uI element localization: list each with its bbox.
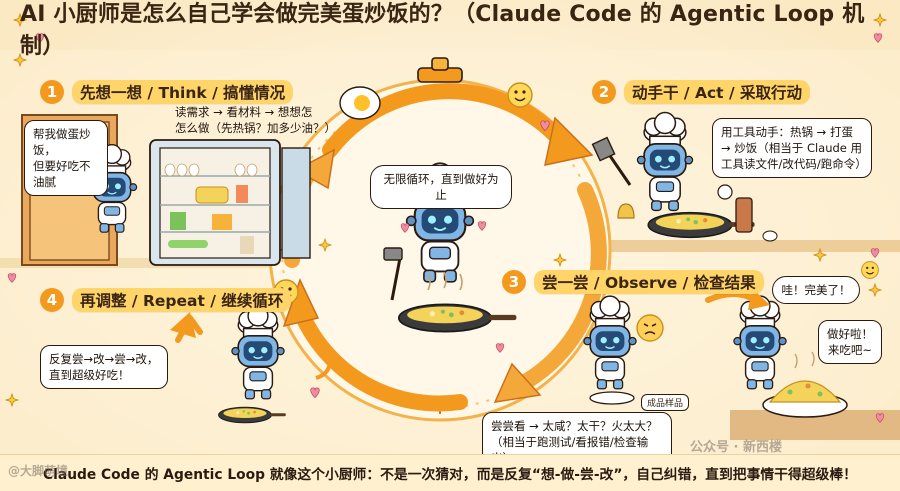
step-2-label: 动手干 / Act / 采取行动 <box>624 80 811 104</box>
repeat-line-1: 反复尝→改→尝→改， <box>49 352 159 366</box>
step-4-header: 4 再调整 / Repeat / 继续循环 <box>40 288 292 312</box>
step-2-header: 2 动手干 / Act / 采取行动 <box>592 80 811 104</box>
request-bubble: 帮我做蛋炒饭， 但要好吃不油腻 <box>24 120 108 196</box>
bottom-caption: Claude Code 的 Agentic Loop 就像这个小厨师：不是一次猜… <box>0 454 900 491</box>
step-1-header: 1 先想一想 / Think / 搞懂情况 <box>40 80 294 104</box>
step-2-number: 2 <box>592 80 616 104</box>
act-line-2: → 炒饭（相当于 Claude 用 <box>721 141 863 155</box>
step-4-number: 4 <box>40 288 64 312</box>
step-1-label: 先想一想 / Think / 搞懂情况 <box>72 80 294 104</box>
step-3-header: 3 尝一尝 / Observe / 检查结果 <box>502 270 764 294</box>
act-bubble: 用工具动手：热锅 → 打蛋 → 炒饭（相当于 Claude 用 工具读文件/改代… <box>712 118 872 178</box>
request-line-2: 但要好吃不油腻 <box>33 159 91 189</box>
watermark-left: @大脚萌境 <box>8 464 69 478</box>
act-line-1: 用工具动手：热锅 → 打蛋 <box>721 125 853 139</box>
think-line-2: 怎么做（先热锅？加多少油？） <box>175 121 336 135</box>
done-line-2: 来吃吧~ <box>827 343 873 357</box>
act-line-3: 工具读文件/改代码/跑命令） <box>721 157 867 171</box>
repeat-line-2: 直到超级好吃！ <box>49 368 130 382</box>
page-title: AI 小厨师是怎么自己学会做完美蛋炒饭的？（Claude Code 的 Agen… <box>20 2 865 59</box>
center-loop-bubble: 无限循环，直到做好为止 <box>370 165 512 209</box>
sample-label: 成品样品 <box>641 394 690 411</box>
think-line-1: 读需求 → 看材料 → 想想怎 <box>175 105 313 119</box>
think-note: 读需求 → 看材料 → 想想怎 怎么做（先热锅？加多少油？） <box>175 104 336 136</box>
done-bubble: 做好啦！ 来吃吧~ <box>818 320 882 364</box>
request-line-1: 帮我做蛋炒饭， <box>33 127 91 157</box>
repeat-bubble: 反复尝→改→尝→改， 直到超级好吃！ <box>40 345 168 389</box>
observe-line-1: 尝尝看 → 太咸？太干？火太大？ <box>491 419 658 433</box>
done-line-1: 做好啦！ <box>827 327 873 341</box>
wow-bubble: 哇！完美了！ <box>772 276 860 304</box>
step-1-number: 1 <box>40 80 64 104</box>
step-3-label: 尝一尝 / Observe / 检查结果 <box>534 270 764 294</box>
step-4-label: 再调整 / Repeat / 继续循环 <box>72 288 292 312</box>
watermark-right: 公众号 · 新西楼 <box>690 440 782 455</box>
step-3-number: 3 <box>502 270 526 294</box>
caption-text: Claude Code 的 Agentic Loop 就像这个小厨师：不是一次猜… <box>43 467 857 483</box>
